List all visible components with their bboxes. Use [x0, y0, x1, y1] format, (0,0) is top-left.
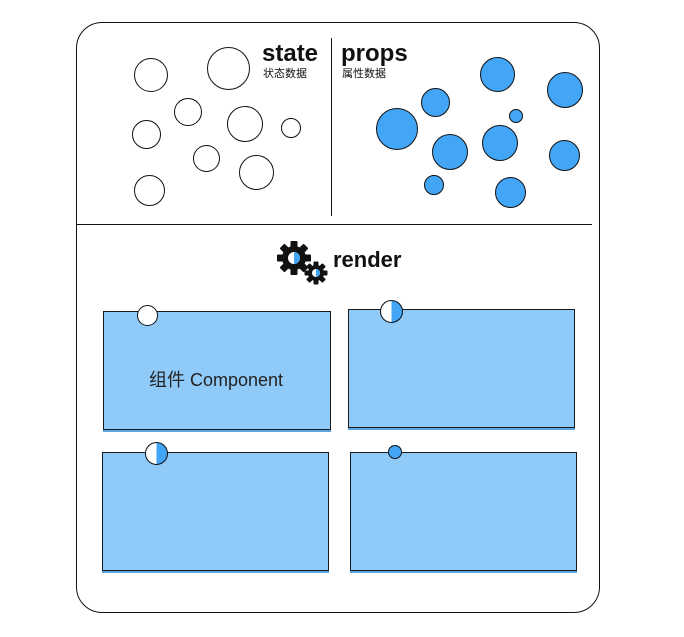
component-label: 组件 Component	[149, 370, 284, 390]
card-mixed-connector	[380, 300, 403, 323]
state-circle	[281, 118, 301, 138]
gears-icon	[277, 241, 328, 285]
state-subtitle: 状态数据	[263, 68, 307, 80]
props-circle	[376, 108, 418, 150]
component-card	[350, 452, 577, 571]
props-circle	[480, 57, 515, 92]
section-divider-vertical	[331, 38, 332, 216]
props-circle	[424, 175, 444, 195]
component-card: 组件 Component	[103, 311, 331, 430]
props-circle	[549, 140, 580, 171]
props-circle	[509, 109, 523, 123]
props-title: props	[341, 40, 408, 67]
state-circle	[174, 98, 202, 126]
state-circle	[132, 120, 161, 149]
state-circle	[134, 58, 168, 92]
state-circle	[207, 47, 250, 90]
props-circle	[547, 72, 583, 108]
props-circle	[421, 88, 450, 117]
state-circle	[193, 145, 220, 172]
props-circle	[482, 125, 518, 161]
component-card	[102, 452, 329, 571]
props-subtitle: 属性数据	[342, 68, 386, 80]
section-divider-horizontal	[76, 224, 592, 225]
state-circle	[239, 155, 274, 190]
card-mixed-connector	[145, 442, 168, 465]
card-props-connector	[388, 445, 402, 459]
state-title: state	[262, 40, 319, 67]
render-title: render	[333, 247, 402, 272]
props-circle	[432, 134, 468, 170]
props-circle	[495, 177, 526, 208]
state-circle	[227, 106, 263, 142]
component-card	[348, 309, 575, 428]
state-circle	[134, 175, 165, 206]
card-state-connector	[137, 305, 158, 326]
diagram-frame	[76, 22, 600, 613]
